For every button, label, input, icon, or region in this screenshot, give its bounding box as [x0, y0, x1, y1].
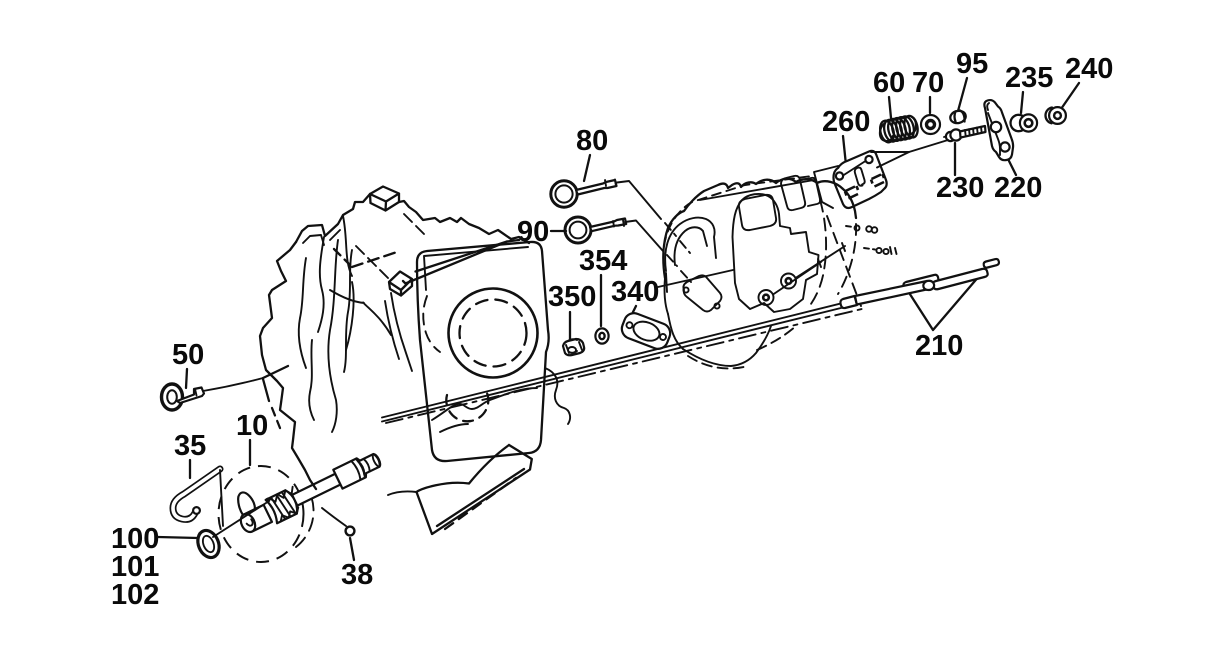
svg-text:100: 100: [111, 523, 159, 555]
svg-text:38: 38: [341, 559, 373, 591]
svg-text:35: 35: [174, 430, 206, 462]
svg-text:230: 230: [936, 172, 984, 204]
svg-text:235: 235: [1005, 62, 1053, 94]
svg-text:354: 354: [579, 245, 627, 277]
svg-text:101: 101: [111, 551, 159, 583]
svg-text:102: 102: [111, 579, 159, 611]
svg-text:10: 10: [236, 410, 268, 442]
svg-text:95: 95: [956, 48, 988, 80]
svg-text:220: 220: [994, 172, 1042, 204]
svg-text:80: 80: [576, 125, 608, 157]
svg-text:50: 50: [172, 339, 204, 371]
svg-text:260: 260: [822, 106, 870, 138]
svg-text:240: 240: [1065, 53, 1113, 85]
svg-text:340: 340: [611, 276, 659, 308]
svg-text:210: 210: [915, 330, 963, 362]
svg-text:350: 350: [548, 281, 596, 313]
svg-text:60: 60: [873, 67, 905, 99]
svg-text:70: 70: [912, 67, 944, 99]
